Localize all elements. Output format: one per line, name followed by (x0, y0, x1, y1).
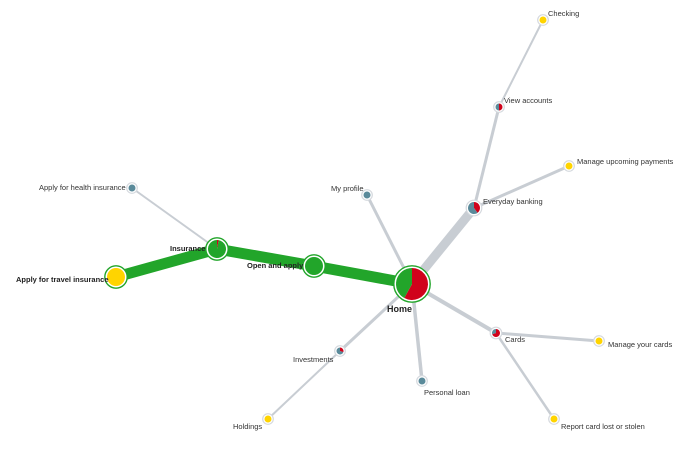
node-holdings[interactable] (262, 413, 274, 425)
link-open_apply-insurance[interactable] (216, 243, 315, 272)
node-my-profile[interactable] (361, 189, 373, 201)
link-insurance-travel_insurance[interactable] (114, 243, 219, 283)
node-personal-loan[interactable] (416, 375, 428, 387)
node-label-manage-cards: Manage your cards (608, 340, 673, 349)
node-label-upcoming-payments: Manage upcoming payments (577, 157, 674, 166)
node-investments[interactable] (334, 345, 346, 357)
node-everyday-banking[interactable] (465, 199, 483, 217)
node-label-my-profile: My profile (331, 184, 364, 193)
node-label-view-accounts: View accounts (504, 96, 553, 105)
node-label-health-insurance: Apply for health insurance (39, 183, 126, 192)
links-layer (114, 19, 600, 420)
node-upcoming-payments[interactable] (563, 160, 575, 172)
node-label-cards: Cards (505, 335, 526, 344)
link-everyday_banking-view_accounts[interactable] (472, 106, 501, 209)
node-label-travel-insurance: Apply for travel insurance (16, 275, 109, 284)
link-view_accounts-checking[interactable] (498, 19, 544, 108)
link-cards-report_card[interactable] (494, 332, 556, 420)
node-open-apply[interactable] (302, 254, 326, 278)
node-label-investments: Investments (293, 355, 334, 364)
node-label-checking: Checking (548, 9, 580, 18)
node-label-personal-loan: Personal loan (424, 388, 470, 397)
link-insurance-health_insurance[interactable] (131, 187, 218, 250)
node-manage-cards[interactable] (593, 335, 605, 347)
node-label-report-card: Report card lost or stolen (561, 422, 645, 431)
node-label-open-apply: Open and apply (247, 261, 304, 270)
node-checking[interactable] (537, 14, 549, 26)
node-cards[interactable] (489, 326, 503, 340)
node-view-accounts[interactable] (493, 101, 505, 113)
node-report-card[interactable] (548, 413, 560, 425)
link-investments-holdings[interactable] (267, 350, 341, 420)
node-travel-insurance[interactable] (104, 265, 128, 289)
node-home[interactable] (393, 265, 431, 303)
link-everyday_banking-upcoming_payments[interactable] (473, 164, 570, 210)
node-insurance[interactable] (205, 237, 229, 261)
node-health-insurance[interactable] (126, 182, 138, 194)
node-label-everyday-banking: Everyday banking (483, 197, 543, 206)
node-label-holdings: Holdings (233, 422, 263, 431)
node-label-home: Home (387, 304, 413, 314)
node-label-insurance: Insurance (170, 244, 206, 253)
link-cards-manage_cards[interactable] (495, 331, 600, 343)
nodes-layer (104, 14, 605, 425)
